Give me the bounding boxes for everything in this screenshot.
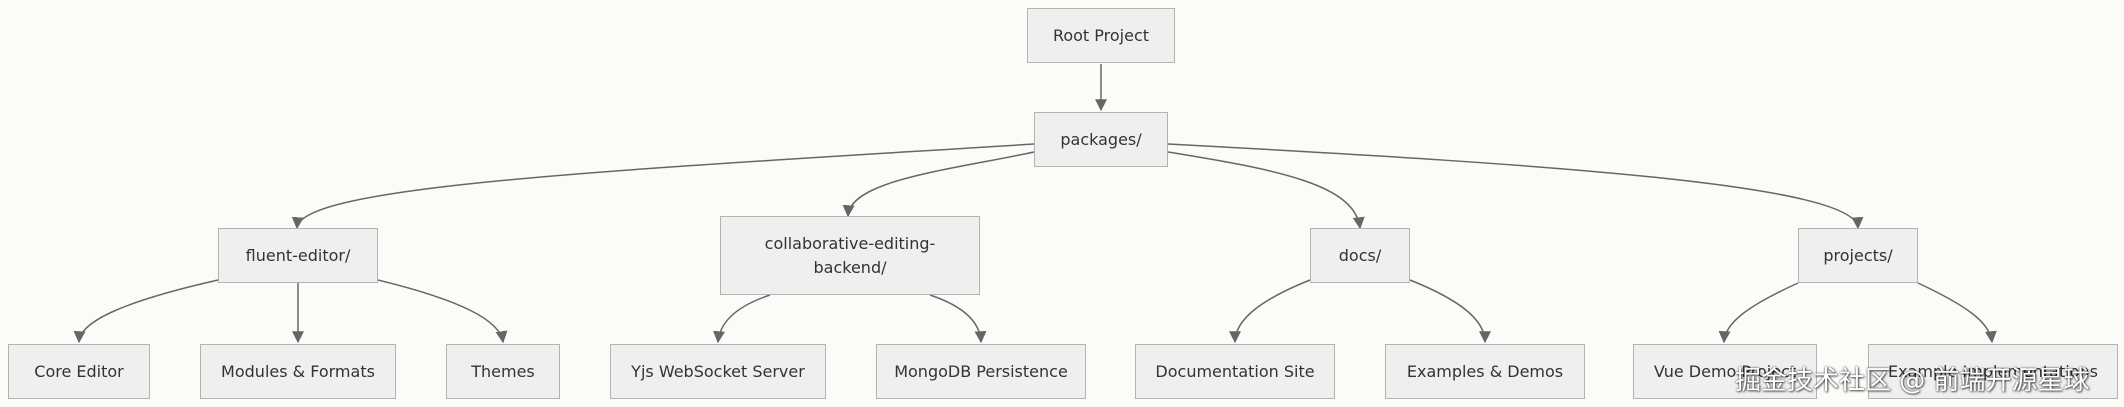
edge-projects-example-impl: [1917, 282, 1997, 344]
edge-collab-yjs: [713, 294, 771, 344]
node-label: collaborative-editing-backend/: [764, 233, 936, 277]
edge-packages-projects: [1167, 143, 1864, 230]
edge-fluent-core: [73, 279, 219, 344]
watermark-text: 掘金技术社区 @ 前端开源星球: [1735, 366, 2090, 396]
node-label: Modules & Formats: [221, 361, 375, 381]
node-label: Themes: [471, 361, 535, 381]
node-examples-demos[interactable]: Examples & Demos: [1385, 344, 1585, 399]
node-mongodb-persistence[interactable]: MongoDB Persistence: [876, 344, 1086, 399]
node-label: fluent-editor/: [245, 245, 351, 265]
node-label: docs/: [1338, 245, 1382, 265]
node-vue-demo-project[interactable]: Vue Demo Project: [1633, 344, 1817, 399]
node-label: Vue Demo Project: [1653, 361, 1797, 381]
node-collaborative-editing-backend[interactable]: collaborative-editing-backend/: [720, 216, 980, 295]
edge-projects-vue: [1718, 282, 1799, 344]
node-docs[interactable]: docs/: [1310, 228, 1410, 283]
node-core-editor[interactable]: Core Editor: [8, 344, 150, 399]
node-root-project[interactable]: Root Project: [1027, 8, 1175, 63]
node-example-implementations[interactable]: Example Implementations: [1868, 344, 2118, 399]
node-label: Yjs WebSocket Server: [631, 361, 805, 381]
edge-packages-collab-backend: [842, 151, 1035, 218]
edge-packages-docs: [1167, 151, 1365, 230]
edge-docs-docsite: [1229, 279, 1311, 344]
node-label: Root Project: [1052, 25, 1150, 45]
node-documentation-site[interactable]: Documentation Site: [1135, 344, 1335, 399]
node-packages[interactable]: packages/: [1034, 112, 1168, 167]
node-modules-formats[interactable]: Modules & Formats: [200, 344, 396, 399]
node-label: MongoDB Persistence: [894, 361, 1068, 381]
node-label: projects/: [1823, 245, 1893, 265]
node-label: Core Editor: [34, 361, 124, 381]
node-yjs-websocket-server[interactable]: Yjs WebSocket Server: [610, 344, 826, 399]
node-fluent-editor[interactable]: fluent-editor/: [218, 228, 378, 283]
node-label: packages/: [1060, 129, 1142, 149]
edge-collab-mongodb: [929, 294, 987, 344]
edge-docs-examples: [1409, 279, 1491, 344]
node-label: Example Implementations: [1888, 361, 2098, 381]
edge-packages-fluent-editor: [291, 143, 1035, 230]
node-themes[interactable]: Themes: [446, 344, 560, 399]
edge-fluent-themes: [377, 279, 508, 344]
node-label: Examples & Demos: [1406, 361, 1564, 381]
node-projects[interactable]: projects/: [1798, 228, 1918, 283]
node-label: Documentation Site: [1155, 361, 1315, 381]
